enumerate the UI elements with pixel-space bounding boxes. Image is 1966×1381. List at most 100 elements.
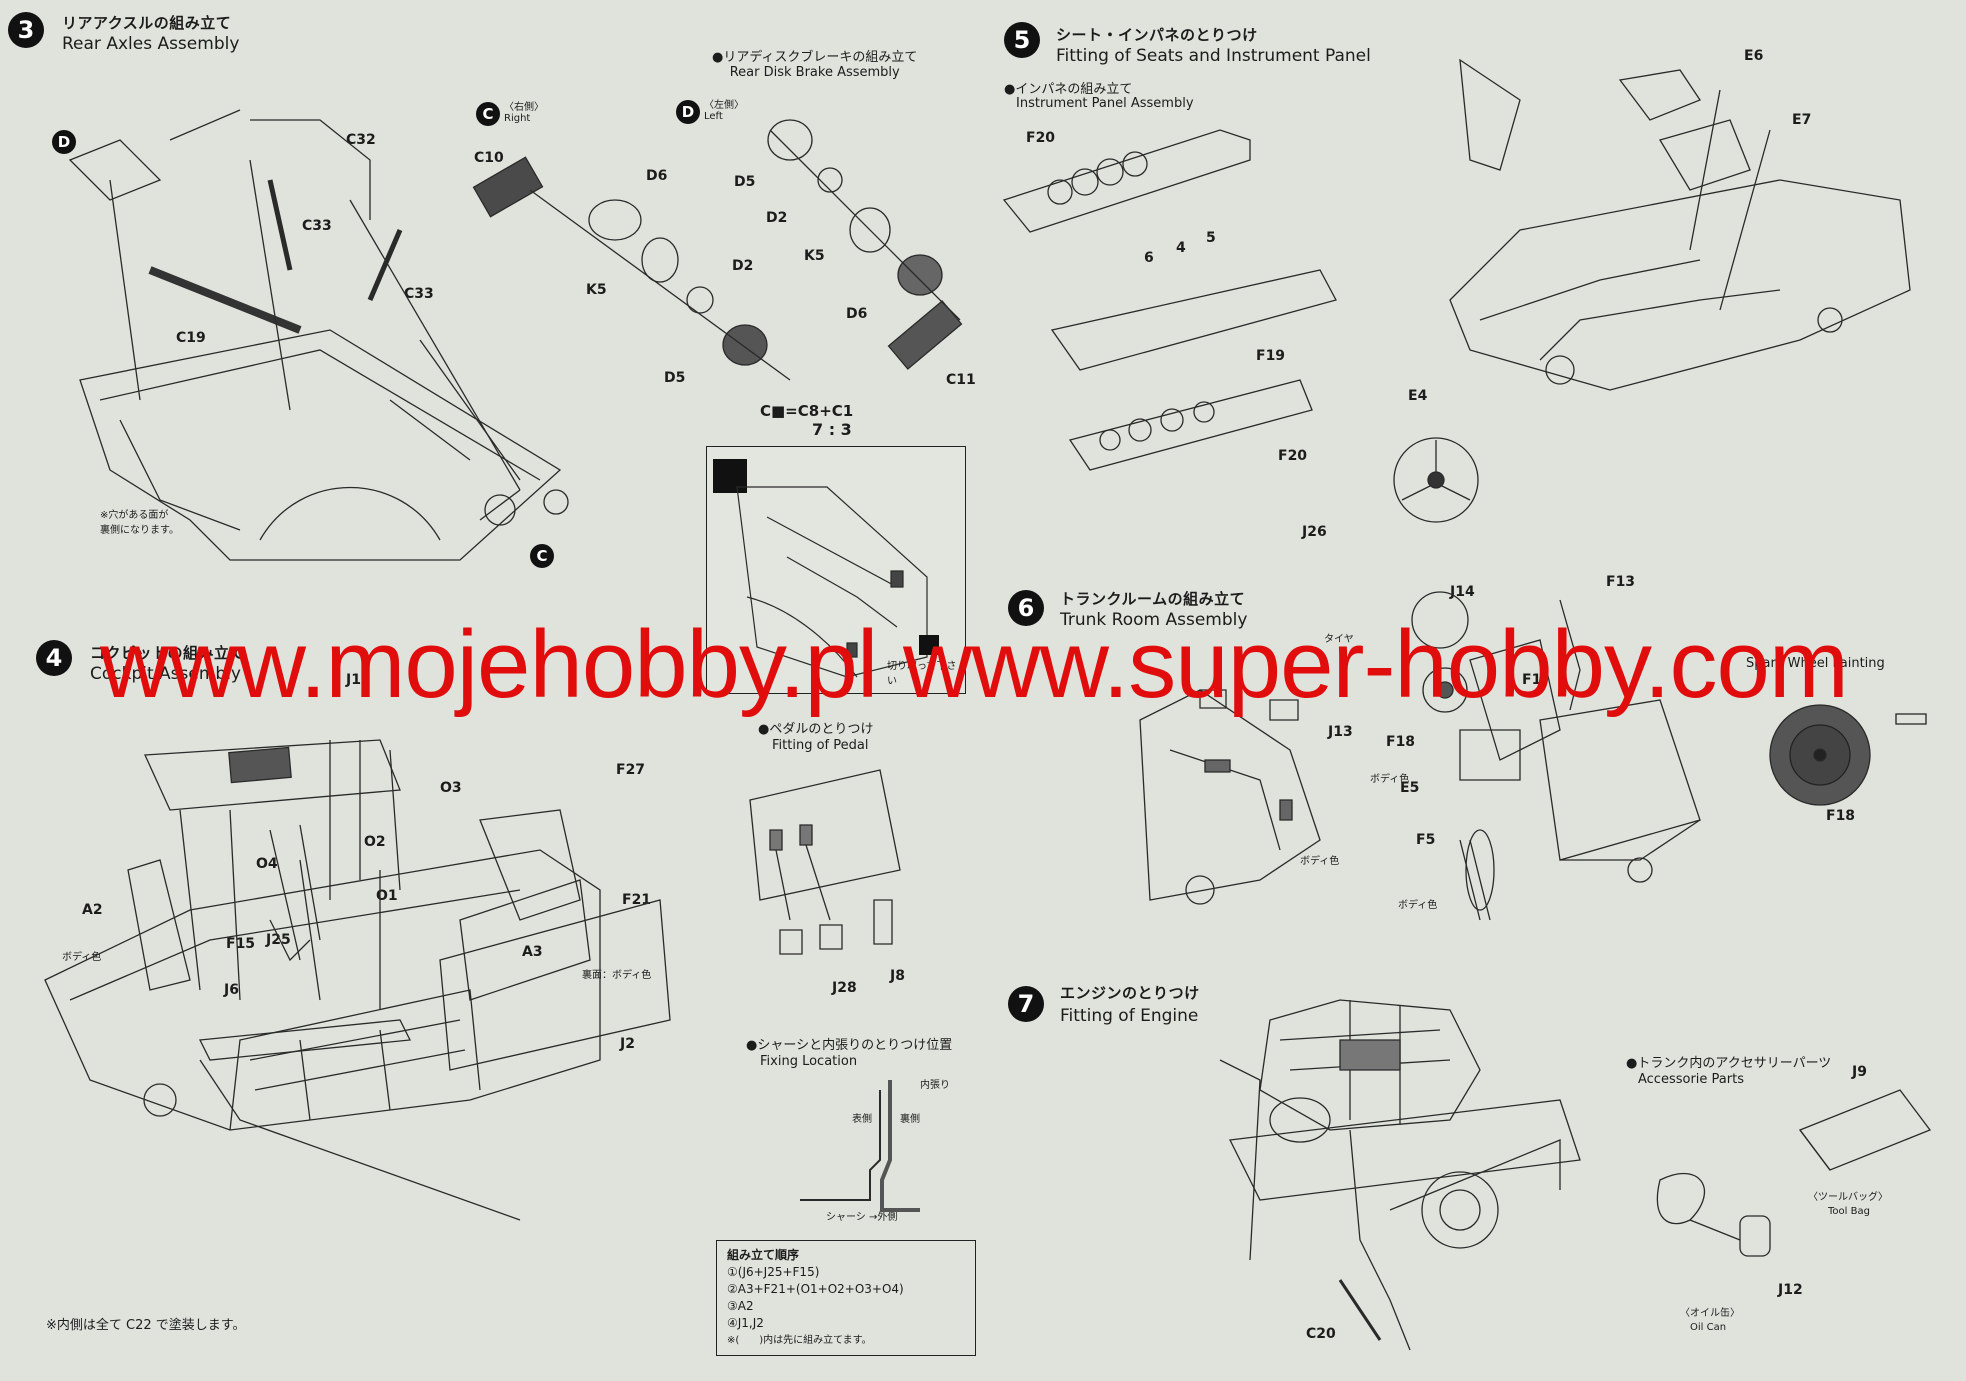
part-label: F13 (1606, 574, 1636, 590)
package-marker: 4 (1176, 240, 1186, 256)
assembly-order-box: 組み立て順序 ①(J6+J25+F15) ②A3+F21+(O1+O2+O3+O… (716, 1240, 976, 1356)
color-formula: C■=C8+C1 (760, 402, 854, 420)
step-6-title-en: Trunk Room Assembly (1060, 610, 1248, 630)
step-7-illustration (0, 980, 1966, 1380)
marker-d-left: D (52, 130, 76, 154)
part-label: J12 (1778, 1282, 1803, 1298)
right-label: 〈右側〉 Right (504, 98, 544, 124)
spare-wheel-label: Spare Wheel Painting (1746, 656, 1885, 671)
hole-note: ※穴がある面が 裏側になります。 (100, 510, 179, 536)
fix-front-label: 表側 (852, 1114, 872, 1125)
part-label: C10 (474, 150, 504, 166)
part-label: C32 (346, 132, 376, 148)
tool-bag-jp: 〈ツールバッグ〉 (1808, 1192, 1888, 1203)
step-7-title-en: Fitting of Engine (1060, 1006, 1199, 1026)
part-label: E5 (1400, 780, 1420, 796)
part-label: J8 (890, 968, 905, 984)
fix-inner-label: 内張り (920, 1080, 950, 1091)
part-label: F15 (226, 936, 256, 952)
body-color-note: ボディ色 (1370, 774, 1410, 785)
part-label: O4 (256, 856, 278, 872)
part-label: E6 (1744, 48, 1764, 64)
assembly-order-item: ①(J6+J25+F15) (727, 1265, 820, 1279)
part-label: D2 (766, 210, 788, 226)
left-jp: 〈左側〉 (704, 100, 744, 111)
step-6-number: 6 (1008, 590, 1044, 626)
part-label: O2 (364, 834, 386, 850)
step-4-illustration (0, 660, 980, 1360)
part-label: E7 (1792, 112, 1812, 128)
step-7-number: 7 (1008, 986, 1044, 1022)
part-label: J28 (832, 980, 857, 996)
part-label: C33 (404, 286, 434, 302)
part-label: E4 (1408, 388, 1428, 404)
part-label: J2 (620, 1036, 635, 1052)
marker-c-right: C (476, 102, 500, 126)
body-color-note: ボディ色 (62, 952, 102, 963)
step-5-number: 5 (1004, 22, 1040, 58)
right-jp: 〈右側〉 (504, 102, 544, 113)
part-label: F18 (1826, 808, 1856, 824)
body-color-note: ボディ色 (1300, 856, 1340, 867)
step-5-title-en: Fitting of Seats and Instrument Panel (1056, 46, 1371, 66)
inset-illustration (707, 447, 965, 693)
part-label: F19 (1256, 348, 1286, 364)
part-label: J1 (346, 672, 361, 688)
fixing-sub-jp: ●シャーシと内張りのとりつけ位置 (746, 1038, 953, 1053)
part-label: C19 (176, 330, 206, 346)
part-label: D5 (664, 370, 686, 386)
part-label: D5 (734, 174, 756, 190)
part-label: K5 (586, 282, 607, 298)
right-en: Right (504, 113, 531, 124)
step-3-title-en: Rear Axles Assembly (62, 34, 240, 54)
assembly-order-title: 組み立て順序 (727, 1248, 800, 1262)
part-label: F1 (1522, 672, 1542, 688)
left-label: 〈左側〉 Left (704, 96, 744, 122)
oil-can-jp: 〈オイル缶〉 (1680, 1308, 1740, 1319)
tool-bag-en: Tool Bag (1828, 1206, 1870, 1217)
part-label: J13 (1328, 724, 1353, 740)
rear-disk-title-en: Rear Disk Brake Assembly (729, 65, 900, 80)
part-label: F5 (1416, 832, 1436, 848)
part-label: C33 (302, 218, 332, 234)
step-7-title-jp: エンジンのとりつけ (1060, 984, 1200, 1002)
instrument-sub-en: Instrument Panel Assembly (1016, 96, 1194, 111)
fix-back-label: 裏側 (900, 1114, 920, 1125)
assembly-order-item: ③A2 (727, 1299, 754, 1313)
step-4-title-en: Cockpit Assembly (90, 664, 241, 684)
oil-can-en: Oil Can (1690, 1322, 1727, 1333)
part-label: F18 (1386, 734, 1416, 750)
package-marker: 6 (1144, 250, 1154, 266)
part-label: D6 (646, 168, 668, 184)
accessory-sub-en: Accessorie Parts (1638, 1072, 1744, 1087)
cut-note: 切り取って下さい (887, 661, 957, 687)
part-label: J26 (1302, 524, 1327, 540)
fixing-sub-en: Fixing Location (760, 1054, 858, 1069)
tire-label: タイヤ (1324, 634, 1354, 645)
part-label: F20 (1278, 448, 1308, 464)
part-label: J25 (266, 932, 291, 948)
fix-chassis-label: シャーシ →外側 (826, 1212, 898, 1223)
accessory-sub-jp: ●トランク内のアクセサリーパーツ (1626, 1056, 1832, 1071)
inner-color-note: ※内側は全て C22 で塗装します。 (46, 1318, 246, 1333)
step-4-number: 4 (36, 640, 72, 676)
part-label: C11 (946, 372, 976, 388)
part-label: F27 (616, 762, 646, 778)
assembly-order-item: ④J1,J2 (727, 1316, 764, 1330)
part-label: A2 (82, 902, 103, 918)
step-4-title-jp: コクピットの組み立て (90, 644, 246, 662)
package-marker: 5 (1206, 230, 1216, 246)
inset-detail: 切り取って下さい (706, 446, 966, 694)
part-label: O3 (440, 780, 462, 796)
pedal-sub-en: Fitting of Pedal (772, 738, 869, 753)
rear-disk-title: ●リアディスクブレーキの組み立て Rear Disk Brake Assembl… (712, 46, 917, 80)
part-label: A3 (522, 944, 543, 960)
assembly-order-item: ※( )内は先に組み立てます。 (727, 1335, 872, 1346)
step-6-title-jp: トランクルームの組み立て (1060, 590, 1246, 608)
step-5-illustration (0, 0, 1966, 580)
step-5-title-jp: シート・インパネのとりつけ (1056, 26, 1258, 44)
step-3-number: 3 (8, 12, 44, 48)
body-color-note: ボディ色 (1398, 900, 1438, 911)
rear-disk-title-jp: ●リアディスクブレーキの組み立て (712, 50, 918, 65)
part-label: D6 (846, 306, 868, 322)
